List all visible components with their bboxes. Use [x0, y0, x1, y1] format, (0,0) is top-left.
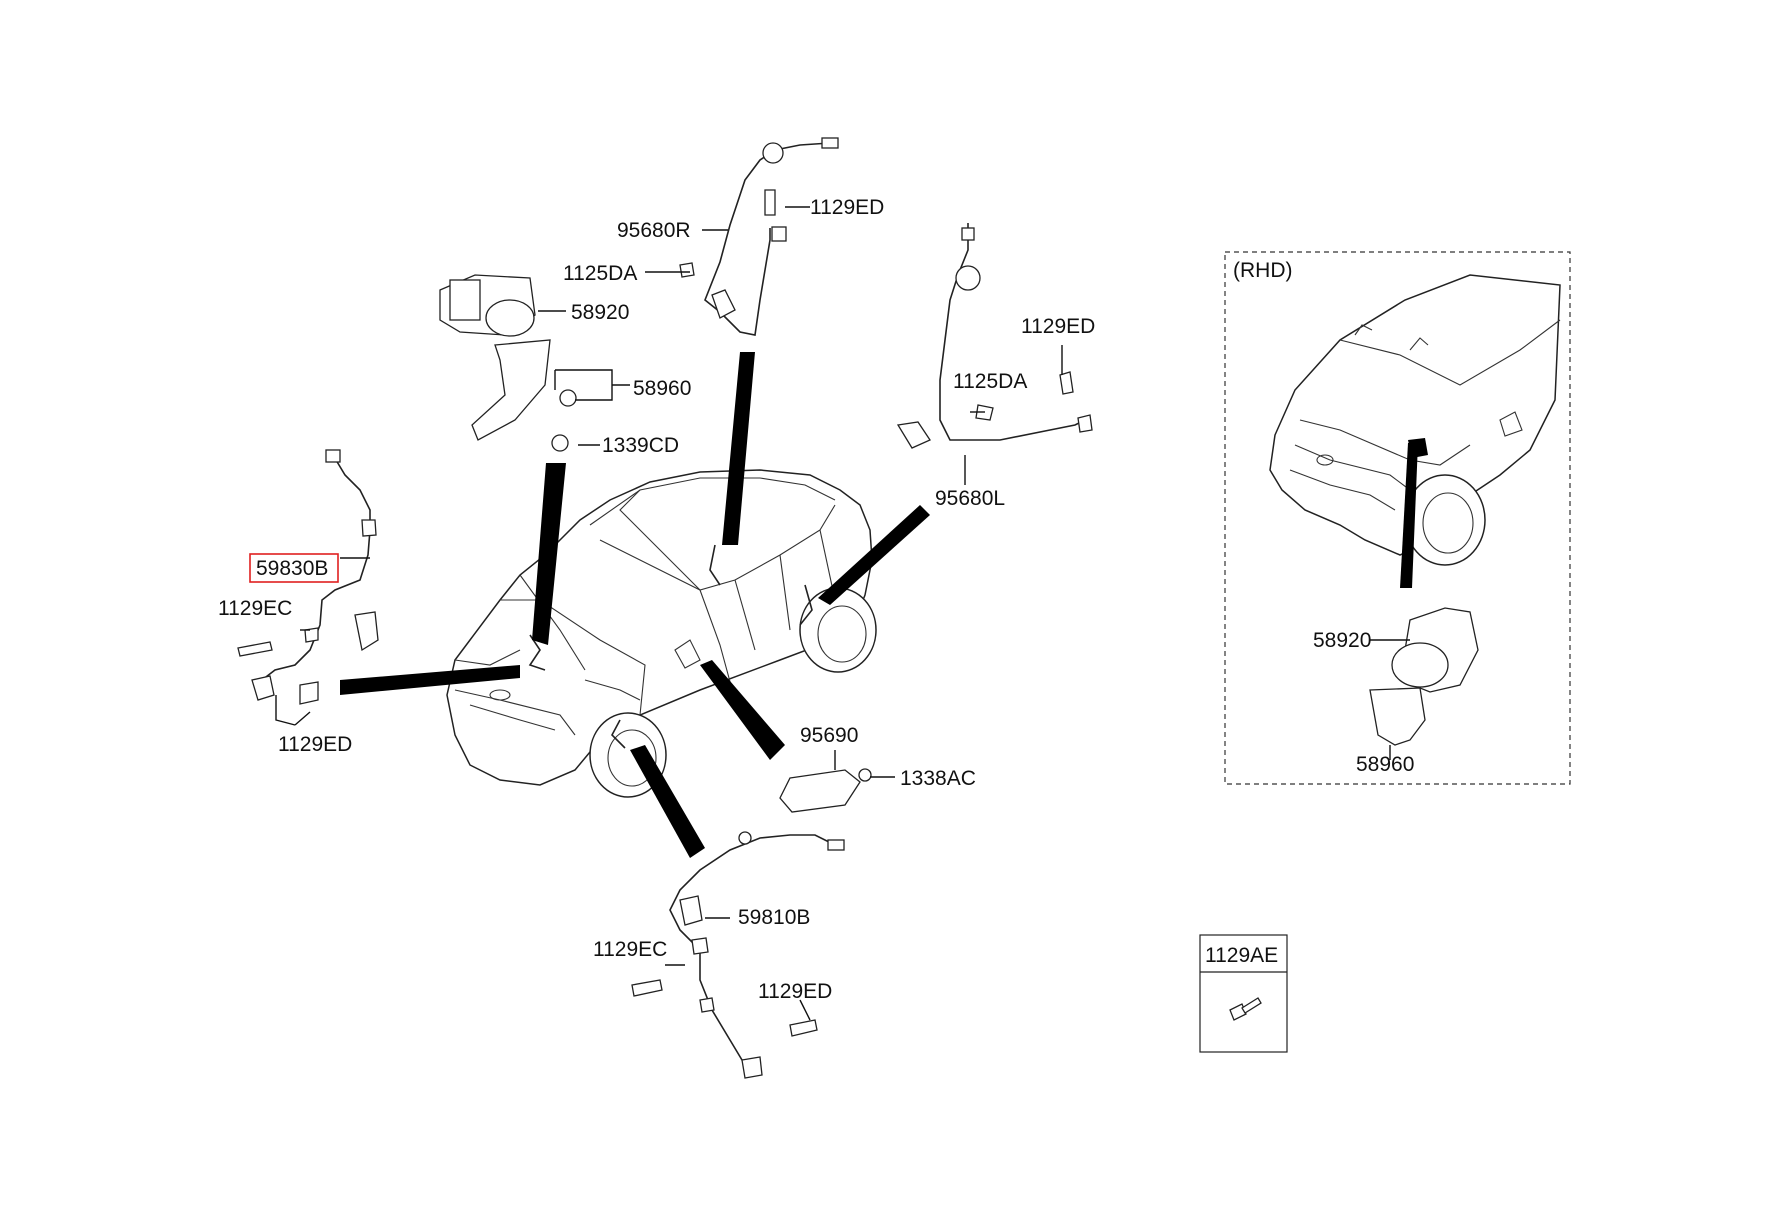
label-95690: 95690 [800, 724, 858, 747]
label-58920: 58920 [571, 301, 629, 324]
label-1129ED-left: 1129ED [278, 733, 352, 756]
abs-module-assembly [439, 274, 577, 452]
rhd-panel-border [1224, 251, 1571, 785]
label-59810B: 59810B [738, 906, 810, 929]
rhd-label-58920: 58920 [1313, 629, 1371, 652]
label-1125DA-left: 1125DA [563, 262, 637, 285]
label-1339CD: 1339CD [602, 434, 679, 457]
sensor-95680R [679, 137, 839, 336]
sensor-59830B [237, 449, 379, 705]
label-1338AC: 1338AC [900, 767, 976, 790]
label-1129EC-bottom: 1129EC [593, 938, 667, 961]
part-box-code: 1129AE [1205, 944, 1278, 967]
label-1129ED-top: 1129ED [810, 196, 884, 219]
rhd-title: (RHD) [1233, 259, 1292, 282]
sensor-95680L [896, 223, 1093, 449]
leader-arrows [340, 352, 930, 858]
label-95680R: 95680R [617, 219, 691, 242]
label-1129ED-bottom: 1129ED [758, 980, 832, 1003]
label-95680L: 95680L [935, 487, 1005, 510]
callout-labels: 95680R 1129ED 1125DA 58920 58960 1339CD … [218, 196, 1095, 1003]
label-1129EC-left: 1129EC [218, 597, 292, 620]
sensor-unit-95690 [779, 768, 872, 813]
rhd-label-58960: 58960 [1356, 753, 1414, 776]
part-box-1129AE: 1129AE [1199, 934, 1288, 1053]
car-illustration [446, 469, 877, 798]
rhd-panel: (RHD) 58920 58960 [1224, 251, 1571, 785]
sensor-59810B [631, 831, 845, 1079]
label-1129ED-right: 1129ED [1021, 315, 1095, 338]
label-58960: 58960 [633, 377, 691, 400]
callout-leaders [275, 206, 1063, 1021]
highlight-box-59830B [249, 553, 339, 583]
label-1125DA-right: 1125DA [953, 370, 1027, 393]
bolt-icon [1229, 997, 1262, 1021]
label-59830B: 59830B [256, 557, 328, 580]
